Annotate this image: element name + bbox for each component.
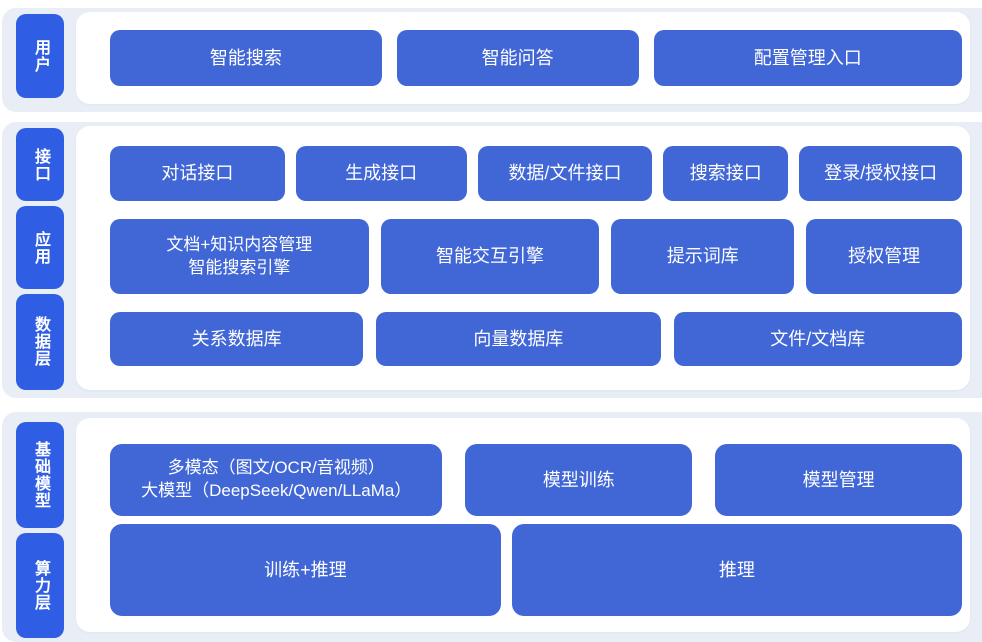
box-file-doc-library: 文件/文档库 xyxy=(673,312,962,366)
box-line-2: 智能搜索引擎 xyxy=(188,257,291,277)
interface-row: 对话接口 生成接口 数据/文件接口 搜索接口 登录/授权接口 xyxy=(110,146,962,201)
box-line-1: 文档+知识内容管理 xyxy=(166,234,313,254)
model-compute-panel: 多模态（图文/OCR/音视频） 大模型（DeepSeek/Qwen/LLaMa）… xyxy=(76,418,970,632)
box-dialog-api: 对话接口 xyxy=(110,146,285,201)
box-login-auth-api: 登录/授权接口 xyxy=(799,146,962,201)
side-label-column: 接口 应用 数据层 xyxy=(16,128,64,390)
interface-app-data-panel: 对话接口 生成接口 数据/文件接口 搜索接口 登录/授权接口 文档+知识内容管理… xyxy=(76,126,970,390)
box-smart-qa: 智能问答 xyxy=(396,30,639,86)
compute-row: 训练+推理 推理 xyxy=(110,524,962,616)
side-label-user: 用户 xyxy=(16,14,64,98)
box-model-training: 模型训练 xyxy=(465,444,693,516)
section-interface-app-data: 接口 应用 数据层 对话接口 生成接口 数据/文件接口 搜索接口 登录/授权接口… xyxy=(2,122,982,398)
side-label-data-layer: 数据层 xyxy=(16,293,64,390)
box-prompt-library: 提示词库 xyxy=(611,219,795,294)
box-inference: 推理 xyxy=(511,524,962,616)
side-label-column: 基础模型 算力层 xyxy=(16,422,64,638)
section-model-compute: 基础模型 算力层 多模态（图文/OCR/音视频） 大模型（DeepSeek/Qw… xyxy=(2,412,982,642)
box-relational-db: 关系数据库 xyxy=(110,312,364,366)
box-config-management-entry: 配置管理入口 xyxy=(653,30,962,86)
box-intelligent-interaction-engine: 智能交互引擎 xyxy=(380,219,600,294)
foundation-model-row: 多模态（图文/OCR/音视频） 大模型（DeepSeek/Qwen/LLaMa）… xyxy=(110,444,962,516)
box-vector-db: 向量数据库 xyxy=(376,312,661,366)
box-training-inference: 训练+推理 xyxy=(110,524,501,616)
box-multimodal-llm: 多模态（图文/OCR/音视频） 大模型（DeepSeek/Qwen/LLaMa） xyxy=(110,444,443,516)
user-row: 智能搜索 智能问答 配置管理入口 xyxy=(110,30,962,86)
box-doc-knowledge-search-engine: 文档+知识内容管理 智能搜索引擎 xyxy=(110,219,369,294)
box-model-management: 模型管理 xyxy=(715,444,962,516)
box-auth-management: 授权管理 xyxy=(806,219,963,294)
box-line-1: 多模态（图文/OCR/音视频） xyxy=(167,458,385,478)
box-search-api: 搜索接口 xyxy=(663,146,789,201)
box-generation-api: 生成接口 xyxy=(295,146,467,201)
side-label-interface: 接口 xyxy=(16,128,64,202)
side-label-compute-layer: 算力层 xyxy=(16,532,64,638)
box-data-file-api: 数据/文件接口 xyxy=(477,146,653,201)
user-panel: 智能搜索 智能问答 配置管理入口 xyxy=(76,12,970,104)
application-row: 文档+知识内容管理 智能搜索引擎 智能交互引擎 提示词库 授权管理 xyxy=(110,219,963,294)
side-label-foundation-model: 基础模型 xyxy=(16,422,64,528)
box-line-2: 大模型（DeepSeek/Qwen/LLaMa） xyxy=(141,481,412,500)
section-user: 用户 智能搜索 智能问答 配置管理入口 xyxy=(2,8,982,112)
side-label-column: 用户 xyxy=(16,14,64,98)
data-layer-row: 关系数据库 向量数据库 文件/文档库 xyxy=(110,312,962,366)
side-label-application: 应用 xyxy=(16,206,64,289)
box-smart-search: 智能搜索 xyxy=(110,30,382,86)
